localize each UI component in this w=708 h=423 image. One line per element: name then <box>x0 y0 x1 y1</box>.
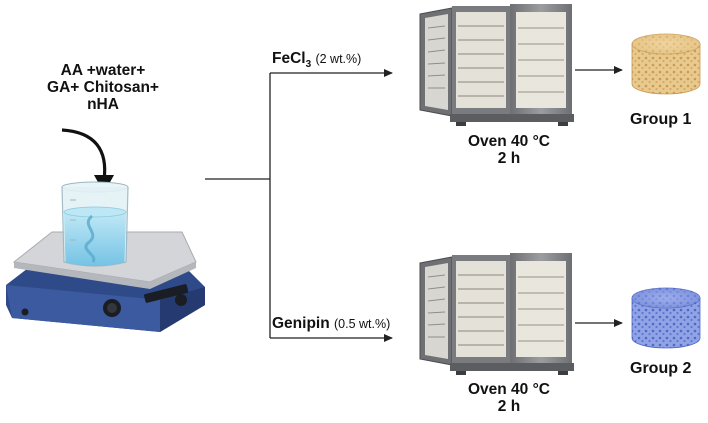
pour-arrow <box>61 128 107 181</box>
group1-label: Group 1 <box>630 111 692 128</box>
oven-temp-top: Oven 40 °C <box>467 133 550 150</box>
mixture-line-3: nHA <box>87 96 119 113</box>
beaker-icon <box>61 181 129 267</box>
reagent-name-bottom: Genipin <box>272 315 330 332</box>
scaffold-group2-icon <box>631 287 701 349</box>
reagent-subscript-top: 3 <box>305 59 312 71</box>
reagent-concentration-top: (2 wt.%) <box>315 52 362 66</box>
flow-connectors <box>205 66 623 342</box>
oven-label-top: Oven 40 °C 2 h <box>434 133 584 167</box>
reagent-name-top: FeCl <box>272 50 306 67</box>
group2-label: Group 2 <box>630 360 692 377</box>
scaffold-group1-icon <box>631 33 701 95</box>
mixture-line-1: AA +water+ <box>60 62 146 79</box>
oven-temp-bottom: Oven 40 °C <box>467 381 550 398</box>
oven-icon-top <box>419 4 574 126</box>
oven-icon-bottom <box>419 253 574 375</box>
mixture-line-2: GA+ Chitosan+ <box>47 79 159 96</box>
oven-time-bottom: 2 h <box>497 398 521 415</box>
mixture-label: AA +water+ GA+ Chitosan+ nHA <box>18 62 188 113</box>
reagent-label-bottom: Genipin (0.5 wt.%) <box>272 315 390 333</box>
oven-label-bottom: Oven 40 °C 2 h <box>434 381 584 415</box>
reagent-label-top: FeCl3 (2 wt.%) <box>272 50 361 70</box>
reagent-concentration-bottom: (0.5 wt.%) <box>334 317 391 331</box>
oven-time-top: 2 h <box>497 150 521 167</box>
